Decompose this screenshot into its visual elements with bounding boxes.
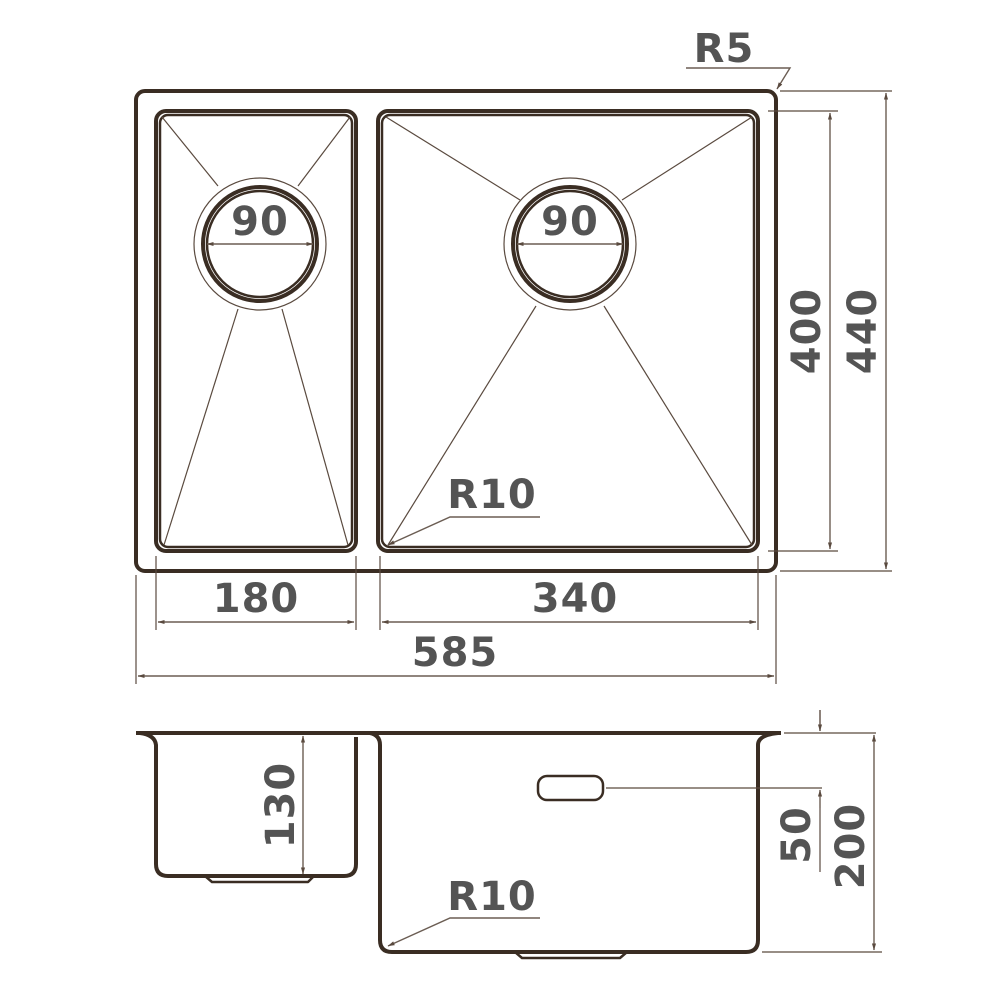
corner-radius-callout: R5: [686, 26, 792, 90]
left-bowl-depth-label: 130: [258, 762, 304, 849]
left-bowl: 90: [154, 109, 358, 553]
overflow-offset-label: 50: [774, 806, 820, 864]
overall-width-label: 585: [412, 630, 499, 676]
side-view: 130 50 200 R10: [136, 710, 882, 960]
overall-length-label: 440: [840, 288, 886, 375]
right-bowl-depth-label: 200: [828, 803, 874, 890]
inner-radius-label-side: R10: [447, 874, 536, 920]
right-bowl-profile: [369, 731, 779, 954]
inner-radius-callout-top: R10: [387, 472, 540, 546]
overflow-slot: [536, 774, 605, 802]
left-drain: [193, 177, 327, 311]
right-bowl-width-label: 340: [532, 576, 619, 622]
inner-radius-callout-side: R10: [387, 874, 540, 947]
sink-outer-rim: [134, 89, 778, 573]
right-bowl: 90: [376, 109, 760, 553]
right-drain-diameter-label: 90: [541, 199, 599, 245]
length-dimensions: 400 440: [768, 90, 892, 572]
corner-radius-label: R5: [694, 26, 755, 72]
inner-radius-label-top: R10: [447, 472, 536, 518]
left-drain-diameter-label: 90: [231, 199, 289, 245]
bowl-length-label: 400: [784, 288, 830, 375]
top-view: 90 90 R5 R10: [134, 26, 892, 684]
left-bowl-width-label: 180: [213, 576, 300, 622]
left-bowl-profile: [139, 731, 358, 878]
right-drain: [503, 177, 637, 311]
width-dimensions: 180 340 585: [135, 556, 777, 684]
